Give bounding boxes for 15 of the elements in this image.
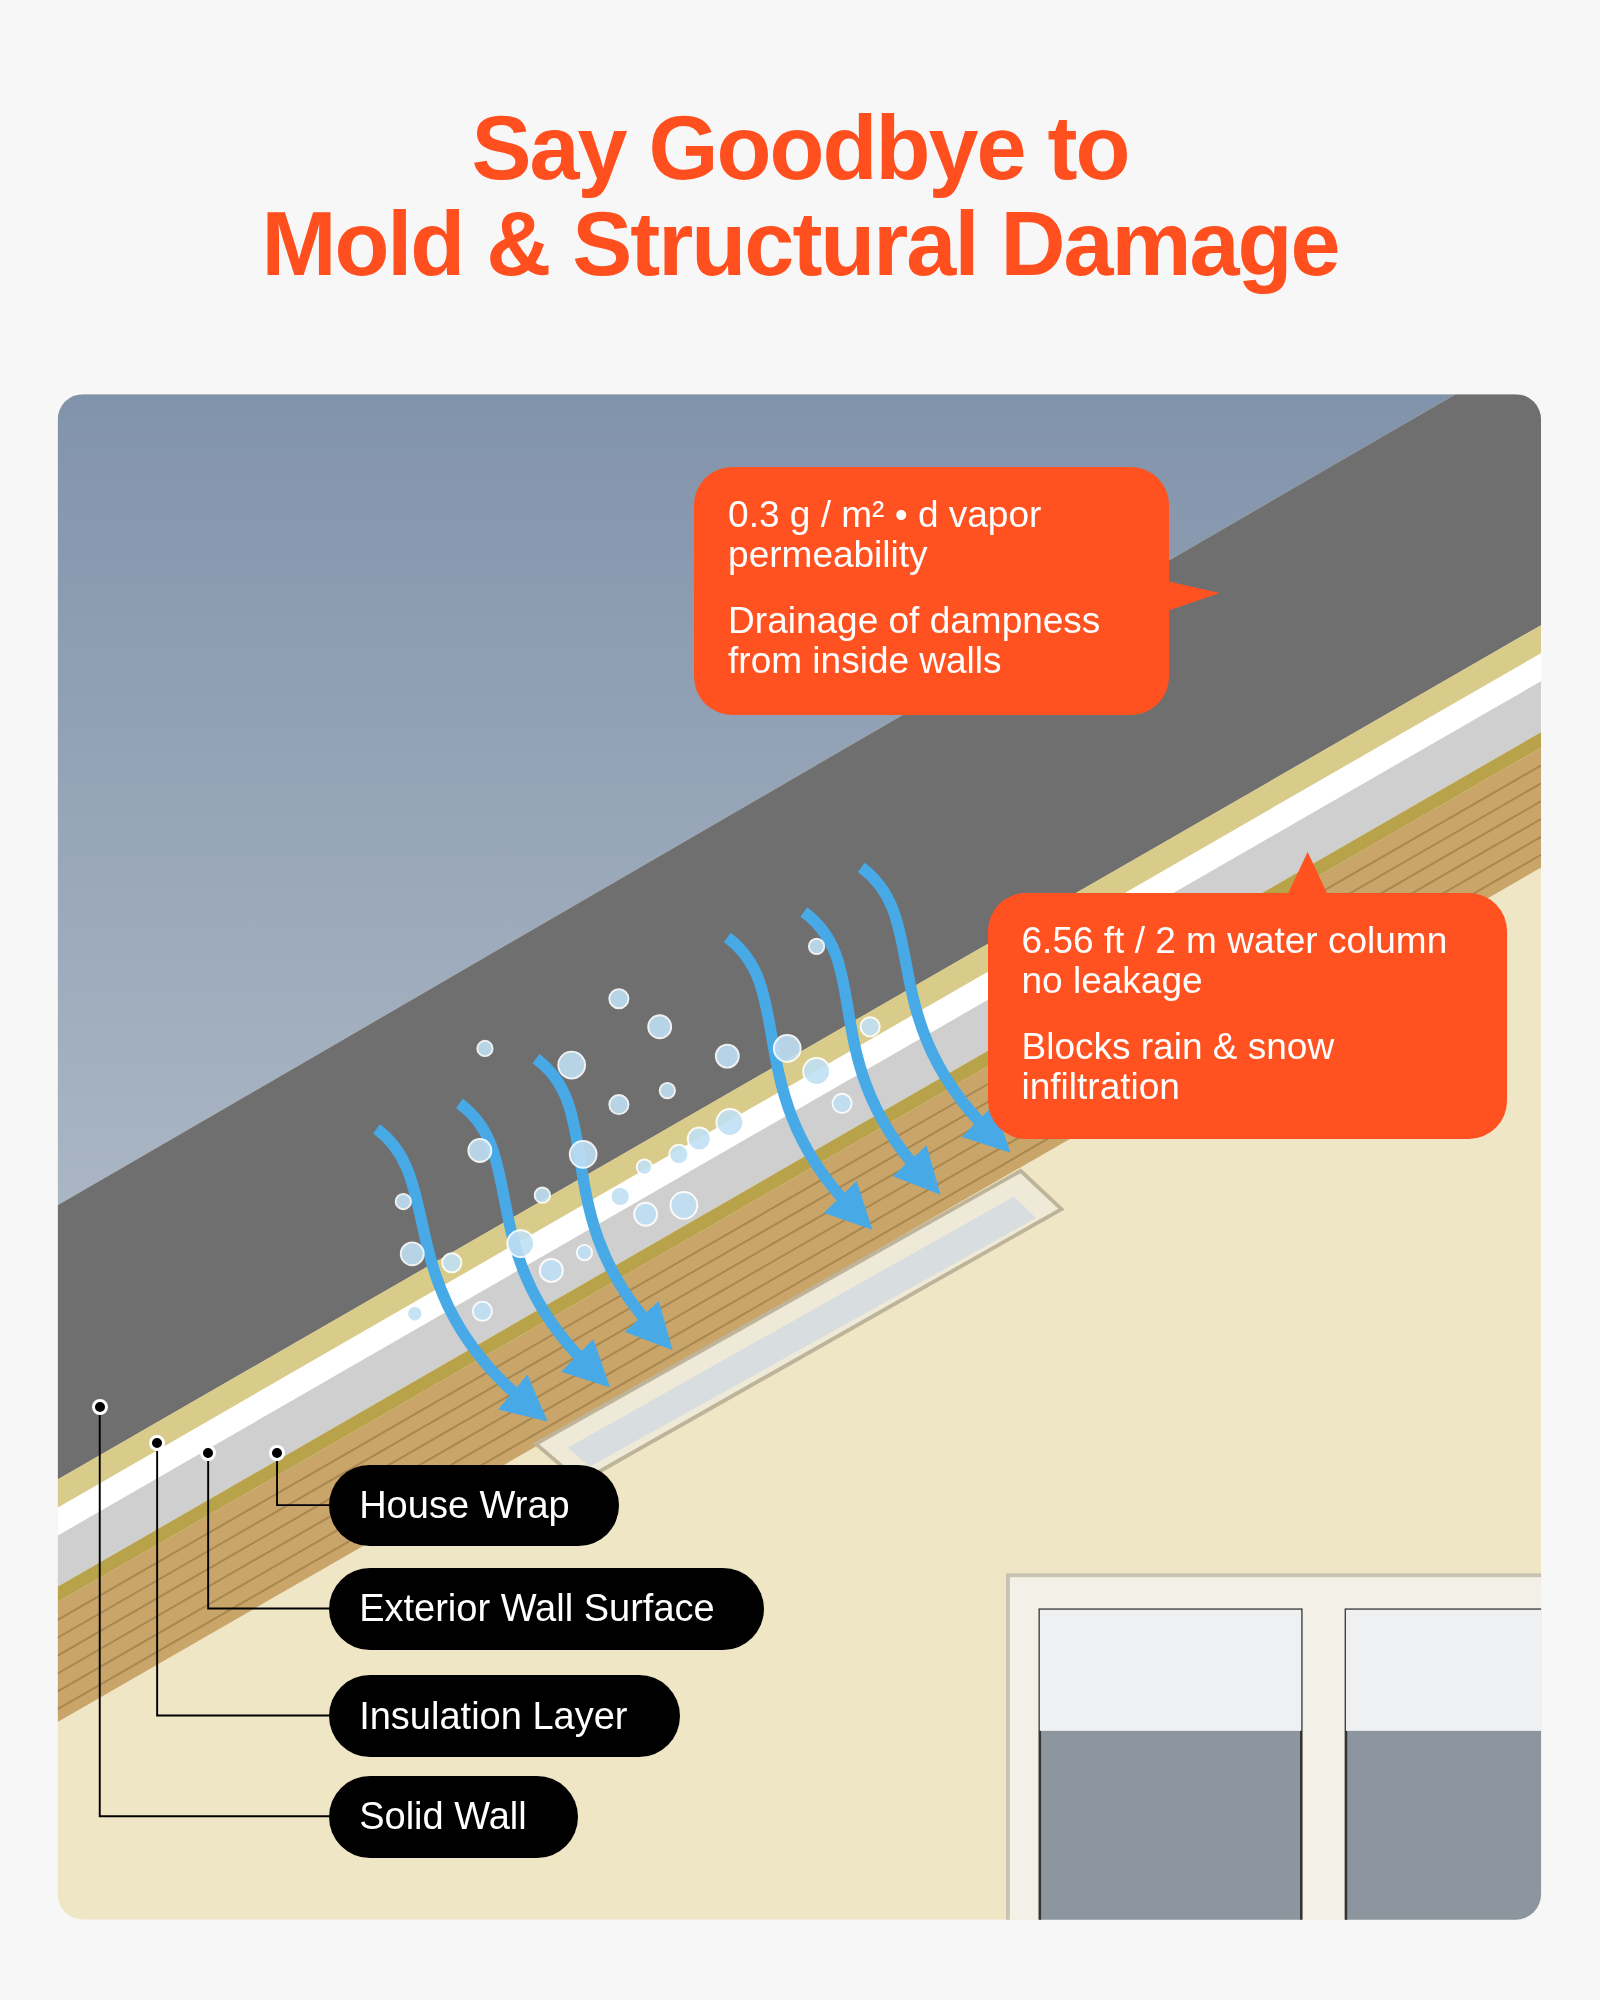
- layer-label: Exterior Wall Surface: [329, 1568, 765, 1650]
- leader-line: [276, 1459, 331, 1507]
- callout-text: 6.56 ft / 2 m water column no leakage: [1021, 921, 1449, 1002]
- callout-bubble: [694, 467, 1169, 715]
- callout-bubble: [987, 893, 1507, 1140]
- callout-text: Blocks rain & snow infiltration: [1021, 1027, 1336, 1108]
- leader-line: [207, 1459, 331, 1610]
- leader-line: [156, 1449, 331, 1717]
- layer-label: Solid Wall: [329, 1776, 578, 1858]
- callout-text: Drainage of dampness from inside walls: [728, 601, 1102, 681]
- title: Say Goodbye to Mold & Structural Damage: [260, 100, 1340, 292]
- layer-label: Insulation Layer: [329, 1675, 681, 1757]
- leader-line: [98, 1413, 331, 1818]
- layer-label: House Wrap: [329, 1464, 619, 1547]
- callout-text: 0.3 g / m² • d vapor permeability: [728, 495, 1043, 575]
